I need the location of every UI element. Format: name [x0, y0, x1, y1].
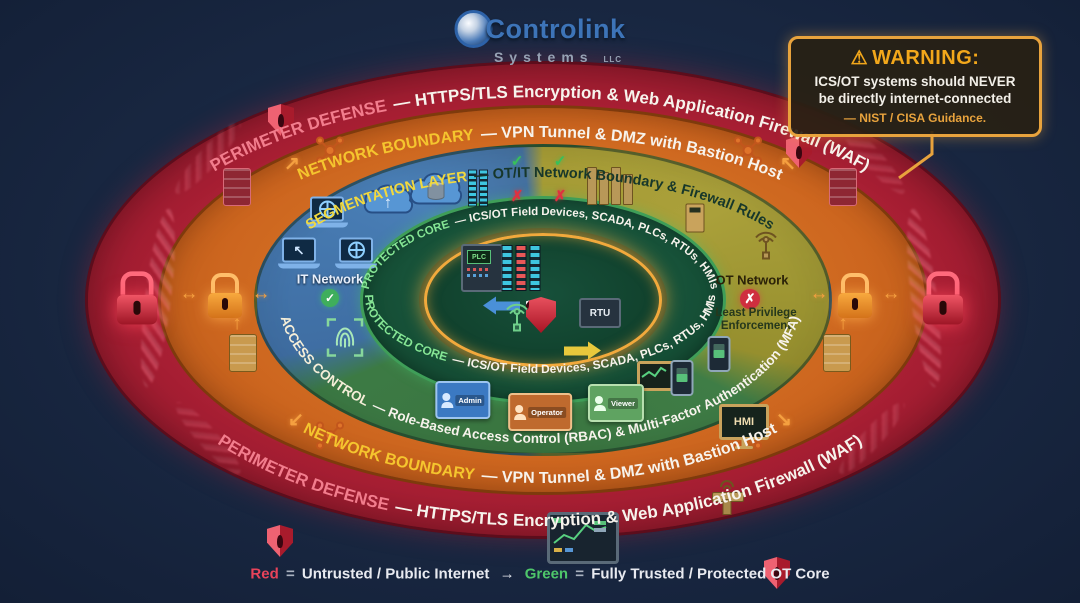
server-stack-icon	[229, 334, 257, 372]
admin-badge-icon: Admin	[435, 381, 491, 419]
wireless-valve-icon	[712, 480, 744, 515]
operator-badge-icon: Operator	[508, 393, 572, 431]
double-arrow-icon: ↔	[179, 283, 199, 304]
left-arrow-icon	[483, 296, 520, 315]
it-server-towers-icon	[468, 169, 488, 207]
badge-label: Viewer	[607, 397, 639, 409]
network-node-icon	[315, 421, 345, 456]
badge-label: Operator	[528, 406, 566, 418]
trust-legend: Red = Untrusted / Public Internet → Gree…	[250, 566, 829, 583]
orange-padlock-icon	[838, 273, 872, 318]
double-arrow-icon: ↔	[251, 283, 271, 304]
brand-name: Controlink	[485, 13, 626, 44]
fingerprint-icon	[324, 315, 366, 366]
svg-text:↑: ↑	[384, 195, 392, 212]
hmi-monitor-icon: HMI	[719, 404, 769, 449]
diagonal-arrow-icon: ↗	[284, 153, 300, 175]
shield-icon	[267, 525, 293, 557]
least-privilege-label: Least Privilege Enforcement	[715, 307, 796, 333]
plc-label: PLC	[467, 250, 491, 264]
double-arrow-icon: ↔	[809, 283, 829, 304]
laptop-icon	[306, 196, 348, 228]
ot-network-label: OT Network	[715, 272, 789, 288]
legend-equals: =	[285, 565, 295, 583]
check-icon: ✓	[510, 153, 524, 170]
person-icon	[593, 395, 606, 411]
warning-body: ICS/OT systems should NEVER be directly …	[801, 74, 1029, 108]
antenna-icon	[752, 230, 780, 267]
least-privilege-line2: Enforcement	[720, 320, 792, 332]
warning-title: WARNING:	[872, 47, 980, 69]
hmi-label: HMI	[733, 416, 755, 428]
rtu-device-icon: RTU	[579, 298, 621, 328]
radio-antenna-icon	[503, 302, 531, 339]
globe-icon	[318, 200, 336, 218]
least-privilege-line1: Least Privilege	[715, 306, 797, 319]
legend-red-label: Red	[250, 565, 279, 583]
io-rack-icon	[501, 245, 541, 291]
legend-red-desc: Untrusted / Public Internet	[301, 565, 490, 583]
person-icon	[441, 392, 454, 408]
cross-circle-icon: ✗	[740, 289, 760, 309]
laptop-icon: ↖	[278, 237, 320, 269]
it-network-label: IT Network	[296, 271, 364, 287]
cursor-icon: ↖	[293, 242, 305, 257]
red-padlock-icon	[116, 271, 158, 325]
legend-green-desc: Fully Trusted / Protected OT Core	[591, 565, 830, 583]
warning-callout: ⚠WARNING: ICS/OT systems should NEVER be…	[788, 36, 1042, 137]
brand-suffix: LLC	[603, 55, 623, 64]
legend-green-label: Green	[524, 565, 569, 583]
badge-label: Admin	[455, 394, 485, 406]
keypad-device-icon	[685, 203, 705, 233]
person-icon	[514, 404, 527, 420]
up-arrow-icon: ↑	[232, 313, 242, 334]
brand-logo: Controlink Systems LLC	[454, 10, 626, 64]
plc-device-icon: PLC	[461, 244, 503, 292]
brand-sub-text: Systems	[493, 49, 594, 65]
server-stack-icon	[223, 168, 251, 206]
orange-padlock-icon	[208, 273, 242, 318]
warning-triangle-icon: ⚠	[850, 48, 869, 69]
globe-icon	[347, 241, 365, 259]
brand-subtitle: Systems LLC	[455, 50, 626, 64]
check-circle-icon: ✓	[321, 289, 339, 307]
network-node-icon	[315, 136, 345, 171]
check-icon: ✓	[553, 153, 567, 170]
mfa-phone-icon	[670, 360, 694, 396]
server-stack-icon	[829, 168, 857, 206]
cross-icon: ✗	[510, 188, 524, 205]
network-node-icon	[733, 136, 763, 171]
legend-arrow: →	[499, 565, 515, 583]
legend-equals: =	[575, 565, 585, 583]
warning-source: — NIST / CISA Guidance.	[843, 110, 987, 125]
diagonal-arrow-icon: ↖	[780, 153, 796, 175]
red-padlock-icon	[922, 271, 964, 325]
scada-screen-icon	[547, 512, 619, 564]
cross-icon: ✗	[553, 188, 567, 205]
diagonal-arrow-icon: ↘	[776, 409, 792, 431]
ot-server-rack-icon	[587, 167, 633, 205]
double-arrow-icon: ↔	[881, 283, 901, 304]
laptop-icon	[335, 237, 377, 269]
warning-line2: be directly internet-connected	[818, 90, 1012, 106]
warning-line1: ICS/OT systems should NEVER	[814, 74, 1016, 89]
diagonal-arrow-icon: ↙	[288, 409, 304, 431]
cloud-database-icon	[408, 171, 464, 214]
server-stack-icon	[823, 334, 851, 372]
logo-sphere-icon	[454, 10, 493, 48]
right-arrow-icon	[564, 341, 601, 360]
up-arrow-icon: ↑	[838, 313, 848, 334]
mfa-phone-icon	[707, 336, 731, 372]
cloud-upload-icon: ↑	[362, 183, 414, 222]
viewer-badge-icon: Viewer	[587, 384, 645, 422]
warning-title-row: ⚠WARNING:	[801, 47, 1029, 70]
